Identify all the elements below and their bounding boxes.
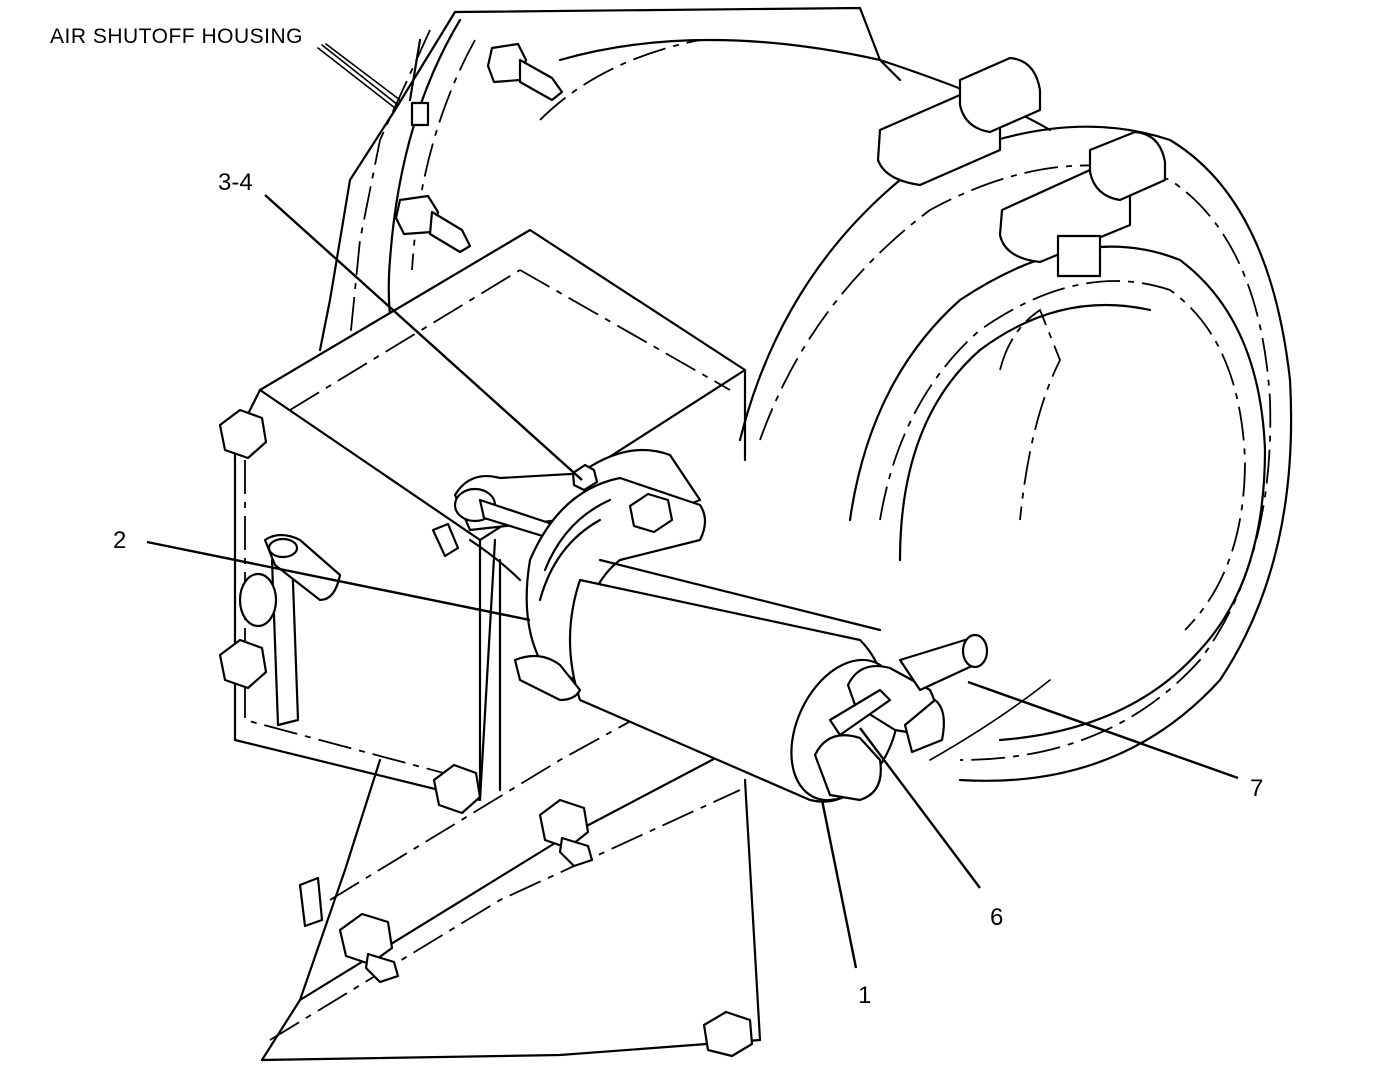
callout-2: 2	[113, 527, 126, 554]
square-block	[218, 228, 747, 815]
leader-3-4	[264, 194, 583, 481]
callout-6: 6	[990, 904, 1003, 931]
leader-6	[859, 727, 981, 889]
actuator-cylinder	[431, 448, 989, 803]
callout-labels: AIR SHUTOFF HOUSING 3-4 2 7 6 1	[50, 25, 1263, 1009]
leader-housing	[321, 44, 399, 106]
label-air-shutoff-housing: AIR SHUTOFF HOUSING	[50, 25, 303, 48]
callout-7: 7	[1250, 775, 1263, 802]
callout-1: 1	[858, 982, 871, 1009]
callout-3-4: 3-4	[218, 169, 253, 196]
leader-2	[146, 540, 531, 622]
cylinder-housing	[539, 38, 1293, 782]
leader-lines	[146, 43, 1239, 969]
lower-bolts	[298, 798, 754, 1058]
left-flange	[387, 18, 564, 362]
leader-1	[820, 799, 858, 969]
leader-7	[967, 680, 1239, 780]
